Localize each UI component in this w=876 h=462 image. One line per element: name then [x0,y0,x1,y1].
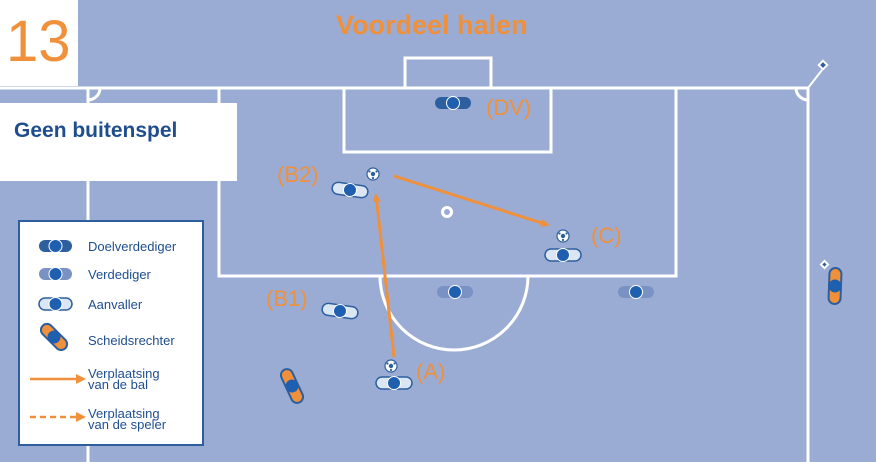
legend-goalkeeper-label: Doelverdediger [88,239,177,254]
ball-at-a [384,359,398,373]
corner-flag-pole [807,69,823,89]
ball-movement-arrow-icon [30,374,86,384]
corner-arc-right [794,87,809,102]
figure-number-box: 13 [0,0,78,86]
legend-player-line1: Verplaatsing [88,406,160,421]
penalty-spot [441,206,453,218]
label-a: (A) [416,359,446,384]
player-movement-dashed-arrow-icon [30,412,86,422]
subtitle: Geen buitenspel [14,119,178,142]
corner-arc-left [87,87,102,102]
player-defender-2 [618,285,654,299]
diagram-title: Voordeel halen [336,10,528,40]
ball-at-c [556,229,570,243]
legend-goalkeeper: Doelverdediger [20,234,206,258]
player-goalkeeper-dv [435,96,471,110]
legend-player-movement: Verplaatsing van de speler [20,402,206,432]
legend: Doelverdediger Verdediger Aanvaller [18,220,204,446]
player-attacker-a [375,376,413,390]
player-assistant-referee [827,267,843,305]
legend-ball-movement: Verplaatsing van de bal [20,364,206,394]
referee-icon [39,322,69,352]
ball-path-a-to-b2 [372,193,396,358]
player-attacker-b2 [331,181,369,199]
label-b1: (B1) [266,286,308,311]
player-attacker-c [544,248,582,262]
defender-icon [39,267,72,281]
player-defender-1 [437,285,473,299]
legend-player-line2: van de speler [88,417,167,432]
label-dv: (DV) [486,95,532,120]
ball-at-b2 [366,167,380,181]
figure-number: 13 [6,9,71,74]
legend-defender: Verdediger [20,262,206,286]
legend-referee-label: Scheidsrechter [88,333,175,348]
player-attacker-b1 [321,302,359,320]
legend-ball-line2: van de bal [88,377,148,392]
assistant-referee-flag [819,259,830,270]
legend-ball-line1: Verplaatsing [88,366,160,381]
subtitle-box: Geen buitenspel [0,103,237,181]
ball-path-b2-to-c [393,174,550,227]
goal [403,56,493,90]
label-b2: (B2) [277,162,319,187]
legend-defender-label: Verdediger [88,267,151,282]
legend-referee: Scheidsrechter [20,322,206,352]
legend-attacker-label: Aanvaller [88,297,143,312]
goalkeeper-icon [39,239,72,253]
attacker-icon [38,297,73,311]
player-referee [279,368,305,404]
legend-attacker: Aanvaller [20,292,206,316]
label-c: (C) [591,223,622,248]
